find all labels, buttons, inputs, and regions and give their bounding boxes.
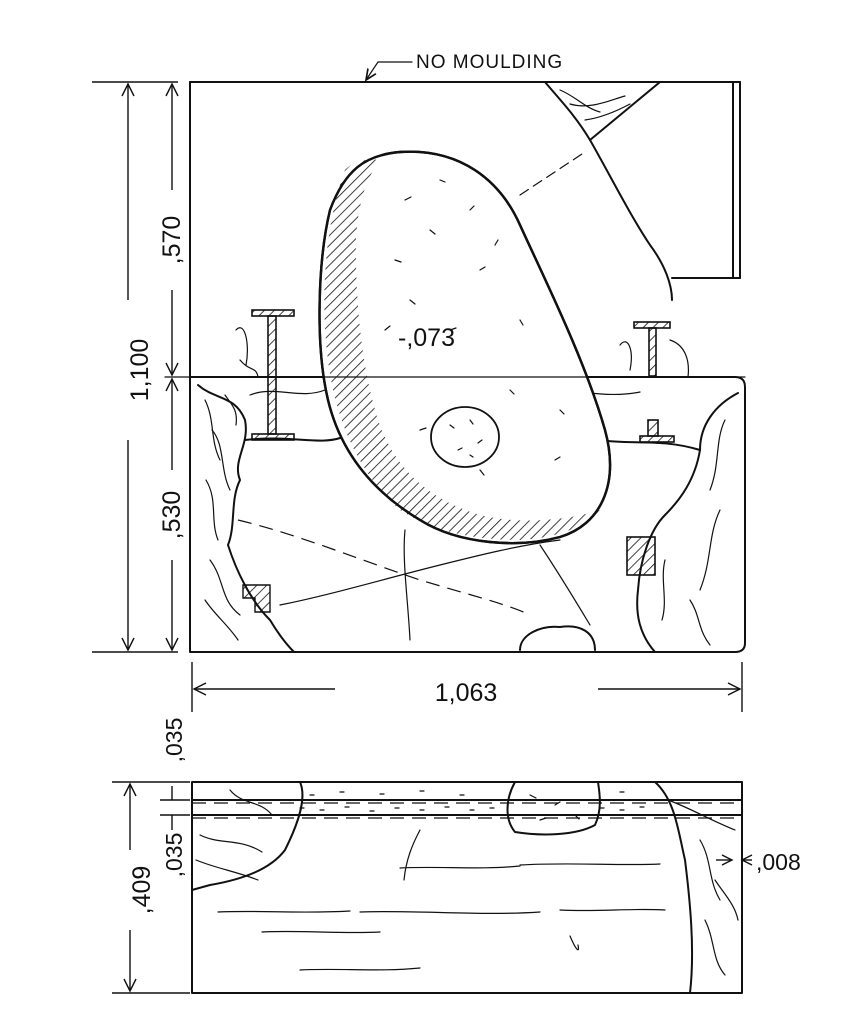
depth-label: -,073	[398, 324, 455, 352]
top-gap-label: ,035	[161, 718, 187, 763]
dimension-width: 1,063	[191, 662, 743, 712]
dimension-total-height: 1,100	[92, 81, 178, 653]
no-moulding-label: NO MOULDING	[416, 52, 563, 73]
upper-panel	[189, 81, 741, 378]
i-beam-left	[251, 309, 295, 441]
dimension-lower-height: ,530	[158, 377, 186, 652]
dimension-slab-layer: ,035	[160, 786, 190, 877]
rock-blob	[318, 150, 612, 545]
upper-height-label: ,570	[158, 216, 186, 265]
total-height-label: 1,100	[126, 339, 154, 402]
dimension-upper-height: ,570	[158, 82, 186, 377]
edge-offset-label: ,008	[756, 849, 801, 875]
slab-layer-label: ,035	[161, 833, 187, 878]
slab-section	[191, 781, 743, 994]
dimension-slab-height: ,409	[112, 781, 190, 994]
slab-height-label: ,409	[128, 866, 156, 915]
no-moulding-callout: NO MOULDING	[366, 52, 563, 80]
dimension-edge-offset: ,008	[716, 849, 801, 875]
width-label: 1,063	[435, 679, 498, 707]
lower-height-label: ,530	[158, 491, 186, 540]
i-beam-right	[633, 321, 675, 443]
